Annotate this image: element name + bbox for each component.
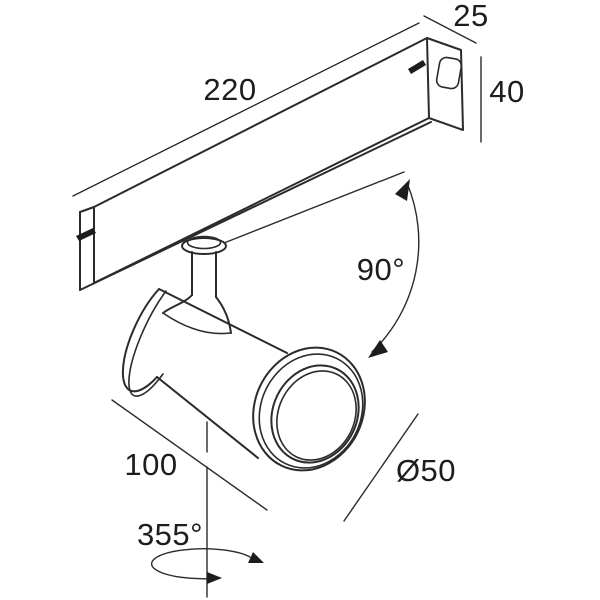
track-rail (76, 37, 464, 291)
dim-label-rotation-angle: 355° (137, 517, 203, 552)
dim-line-track-depth (423, 15, 477, 44)
track-slot-hole (435, 56, 463, 90)
dim-label-diameter: Ø50 (396, 453, 456, 488)
dimension-track: 220 25 40 (72, 0, 524, 197)
track-end-face (426, 37, 464, 131)
dim-label-track-height: 40 (489, 74, 524, 109)
contact-clip-right-icon (408, 60, 426, 74)
mount-stem (162, 235, 232, 335)
tilt-arc (371, 182, 420, 353)
mount-flange-inner (186, 235, 222, 250)
dim-line-diameter (343, 413, 419, 522)
mount-flange (181, 237, 227, 255)
dim-label-tilt-angle: 90° (357, 252, 405, 287)
contact-clip-left-icon (76, 228, 96, 241)
track-left-end (79, 206, 95, 291)
spot-rear-cap (121, 288, 160, 393)
dim-line-track-length (72, 22, 420, 197)
tilt-arrow-up-icon (395, 179, 410, 201)
dim-line-body-length (111, 399, 268, 511)
dim-label-body-length: 100 (124, 447, 177, 482)
rotation-arrow-start-icon (207, 572, 222, 584)
spot-top-edge (158, 288, 288, 354)
tilt-arrow-down-icon (368, 340, 388, 358)
dim-label-track-depth: 25 (453, 0, 488, 33)
rotation-arrow-end-icon (248, 552, 264, 563)
yoke-arm (162, 294, 232, 334)
lens-ring-outer (270, 364, 360, 464)
rotation-arc (150, 548, 251, 580)
yoke-saddle (162, 312, 232, 335)
stem-tube (191, 251, 217, 298)
rotation-annotation: 355° (137, 421, 264, 598)
tilt-annotation: 90° (223, 171, 420, 358)
track-bottom-lip (79, 121, 432, 291)
dimension-body: 100 Ø50 (111, 399, 456, 522)
spot-front-rim-inner (258, 353, 364, 469)
spot-rear-cap-inner (128, 290, 167, 397)
spot-body (121, 288, 366, 472)
lens-ring-inner (276, 370, 357, 461)
dim-label-track-length: 220 (203, 72, 256, 107)
spot-bottom-edge (156, 376, 259, 459)
track-top-edge (79, 37, 428, 213)
spot-front-rim (252, 346, 366, 472)
tilt-reference-line (223, 171, 405, 244)
